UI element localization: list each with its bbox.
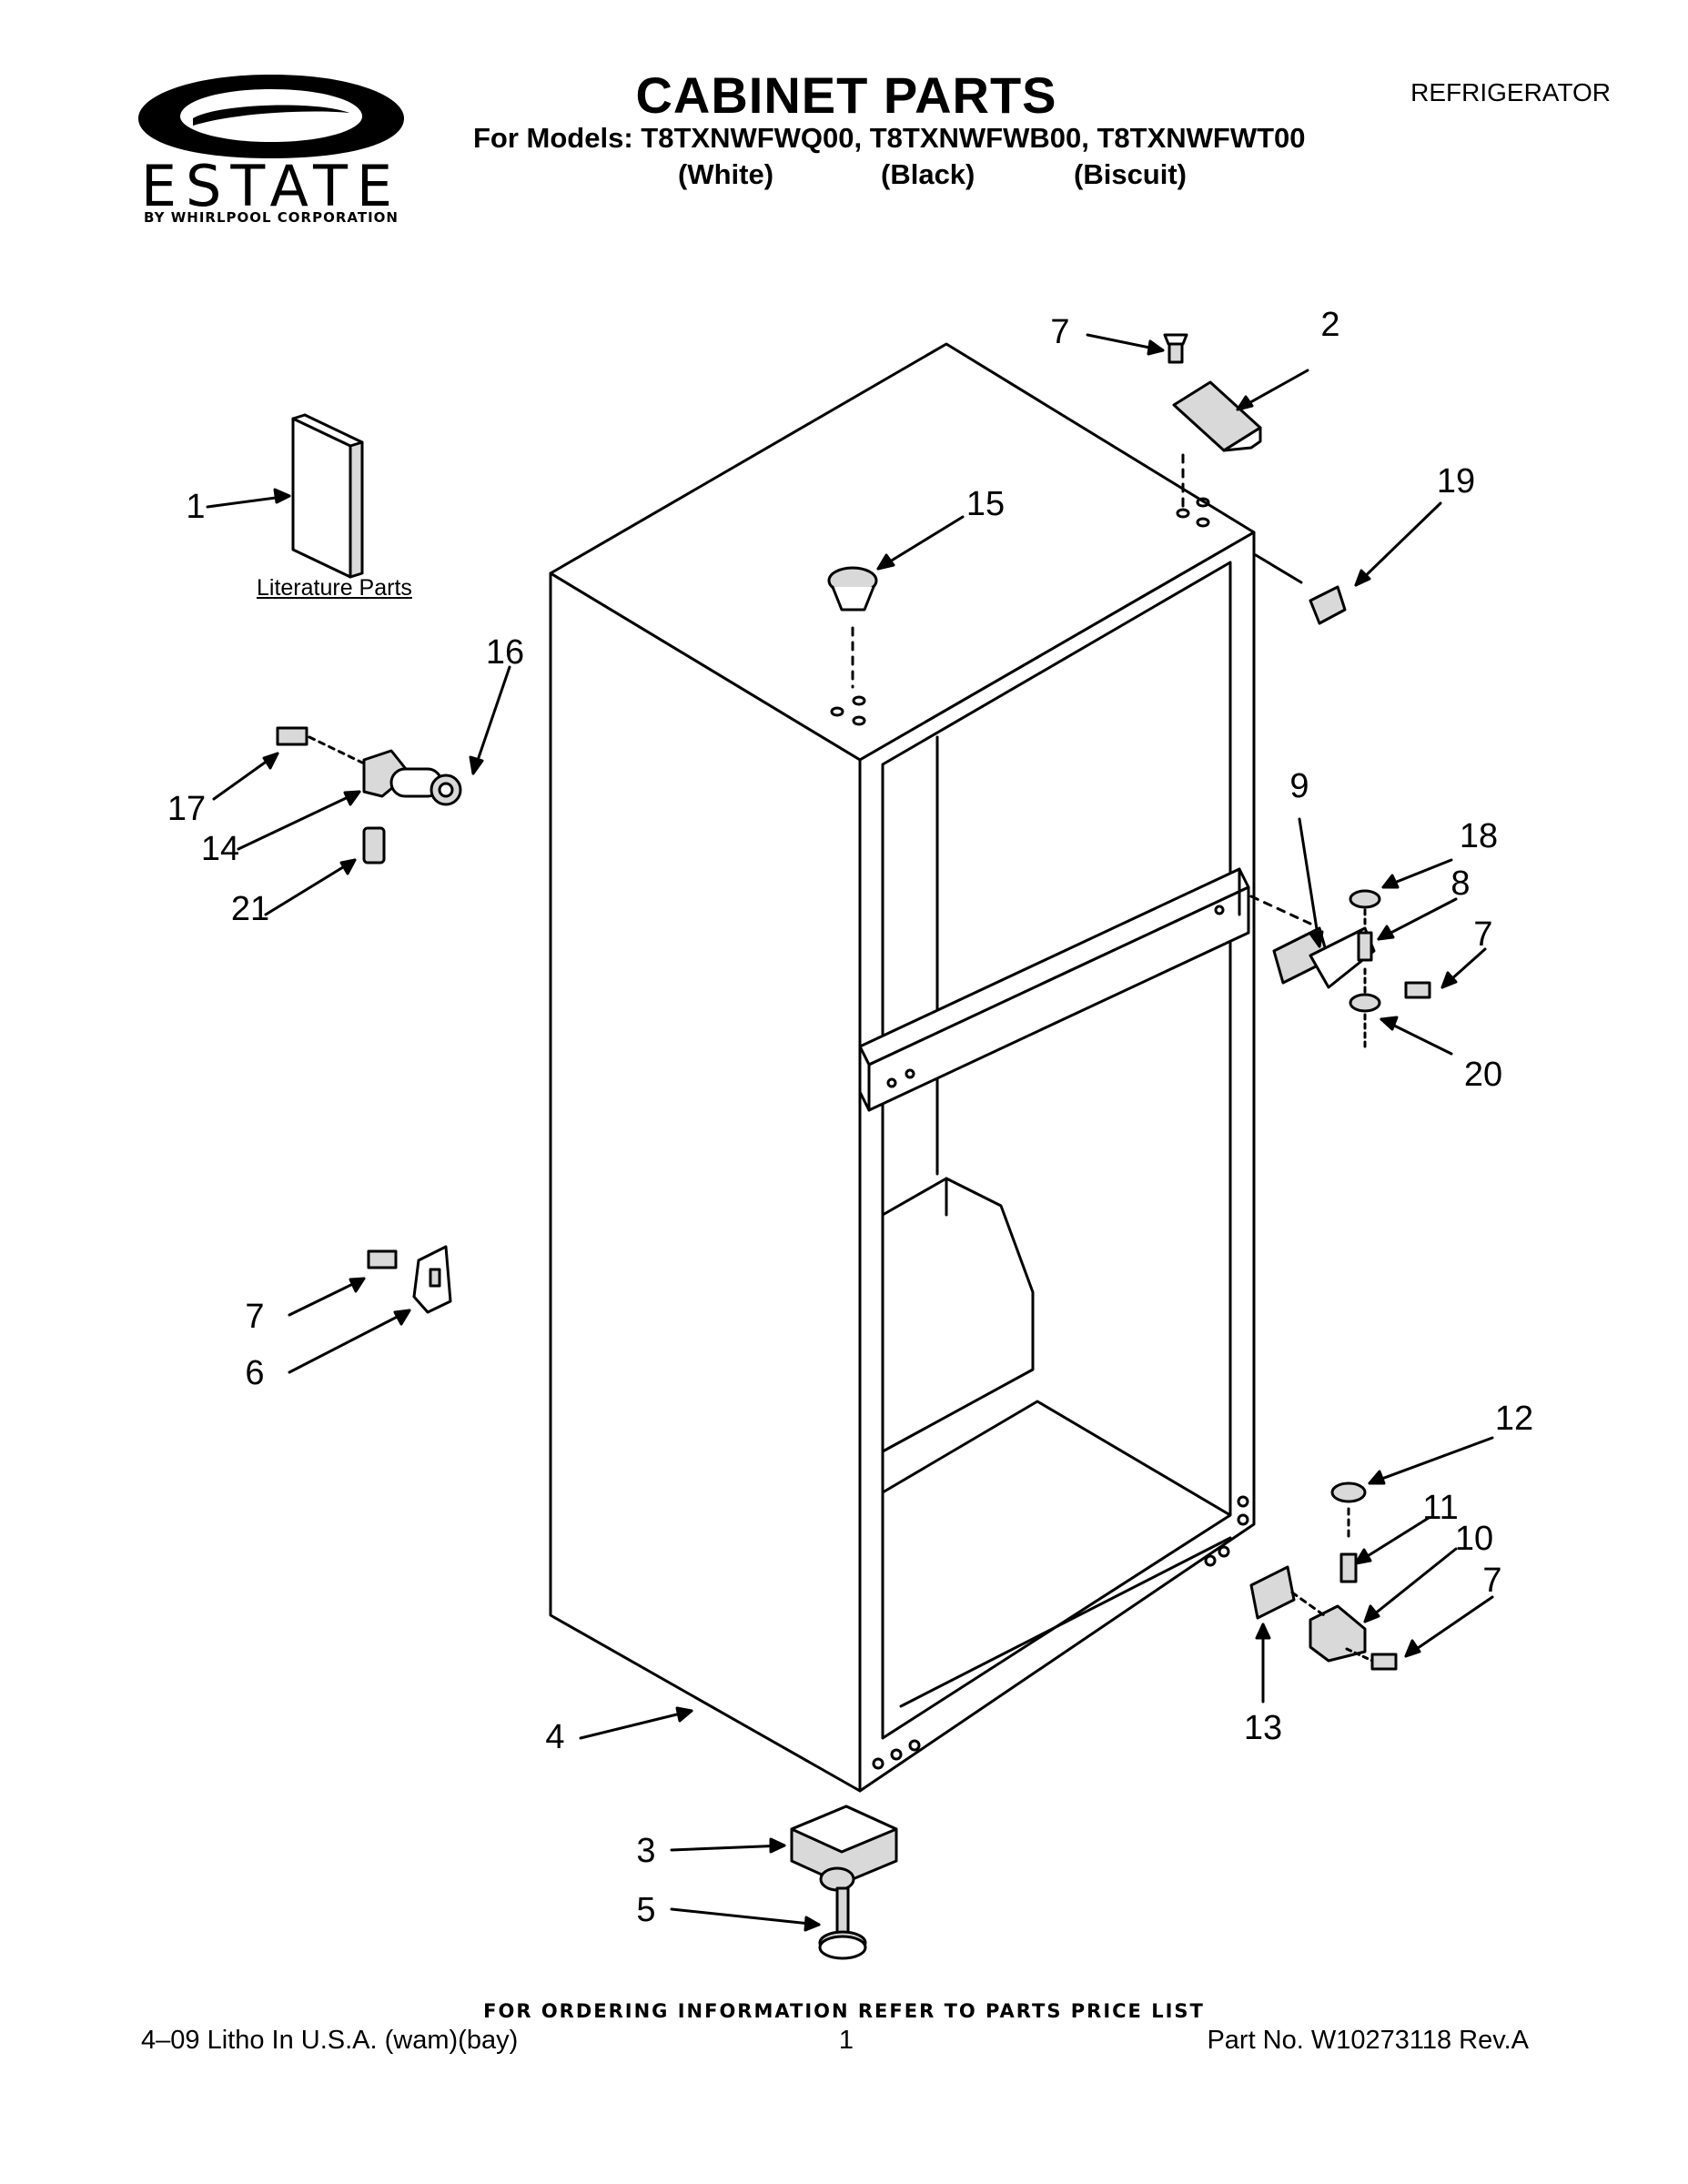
callout-7-center: 7 (1473, 915, 1493, 954)
center-rail (858, 867, 1250, 1112)
handle-mount-assembly (276, 726, 462, 864)
callout-11: 11 (1422, 1489, 1459, 1527)
leader-lines (206, 333, 1494, 1932)
callout-14: 14 (200, 830, 240, 868)
brand-name: ESTATE (140, 153, 402, 219)
callout-18: 18 (1459, 817, 1499, 855)
plug-button (827, 566, 878, 689)
hinge-cover (1254, 553, 1347, 625)
callout-3: 3 (636, 1832, 656, 1870)
callout-10: 10 (1454, 1520, 1494, 1558)
appliance-category: REFRIGERATOR (1410, 78, 1611, 106)
callout-13: 13 (1243, 1709, 1283, 1747)
top-hinge (1163, 333, 1262, 511)
page-number: 1 (838, 2026, 854, 2055)
color-biscuit: (Biscuit) (1074, 158, 1187, 190)
callout-6: 6 (245, 1354, 265, 1392)
estate-swoosh-icon (138, 75, 404, 158)
callout-16: 16 (485, 633, 525, 672)
bottom-hinge-assembly (1249, 1481, 1398, 1671)
callout-4: 4 (545, 1718, 565, 1756)
page-title: CABINET PARTS (635, 66, 1057, 124)
leveling-leg (818, 1886, 867, 1960)
callout-1: 1 (186, 488, 206, 526)
callout-8: 8 (1450, 864, 1471, 903)
callout-19: 19 (1436, 462, 1476, 500)
callout-15: 15 (965, 485, 1006, 523)
door-stop-bracket (367, 1245, 452, 1314)
cabinet (549, 342, 1256, 1793)
callout-7-stop: 7 (245, 1298, 265, 1336)
literature-parts-label: Literature Parts (257, 575, 412, 601)
brand-byline: BY WHIRLPOOL CORPORATION (144, 209, 399, 226)
color-black: (Black) (881, 158, 975, 190)
part-number: Part No. W10273118 Rev.A (1207, 2026, 1529, 2055)
callout-5: 5 (636, 1891, 656, 1929)
callout-17: 17 (167, 790, 207, 828)
callout-7-top: 7 (1050, 313, 1070, 351)
callout-21: 21 (230, 890, 270, 928)
color-white: (White) (678, 158, 774, 190)
callout-20: 20 (1463, 1056, 1503, 1094)
litho-info: 4–09 Litho In U.S.A. (wam)(bay) (141, 2026, 519, 2055)
models-line: For Models: T8TXNWFWQ00, T8TXNWFWB00, T8… (473, 122, 1306, 154)
callout-9: 9 (1289, 767, 1309, 805)
literature-booklet (291, 413, 364, 579)
center-hinge-assembly (1249, 889, 1431, 1048)
callout-12: 12 (1494, 1400, 1534, 1438)
callout-2: 2 (1320, 306, 1340, 344)
roller-assembly (790, 1805, 898, 1922)
callout-7-bottom: 7 (1482, 1562, 1502, 1600)
ordering-info: FOR ORDERING INFORMATION REFER TO PARTS … (483, 2000, 1205, 2022)
estate-logo: ESTATE BY WHIRLPOOL CORPORATION (135, 71, 408, 226)
